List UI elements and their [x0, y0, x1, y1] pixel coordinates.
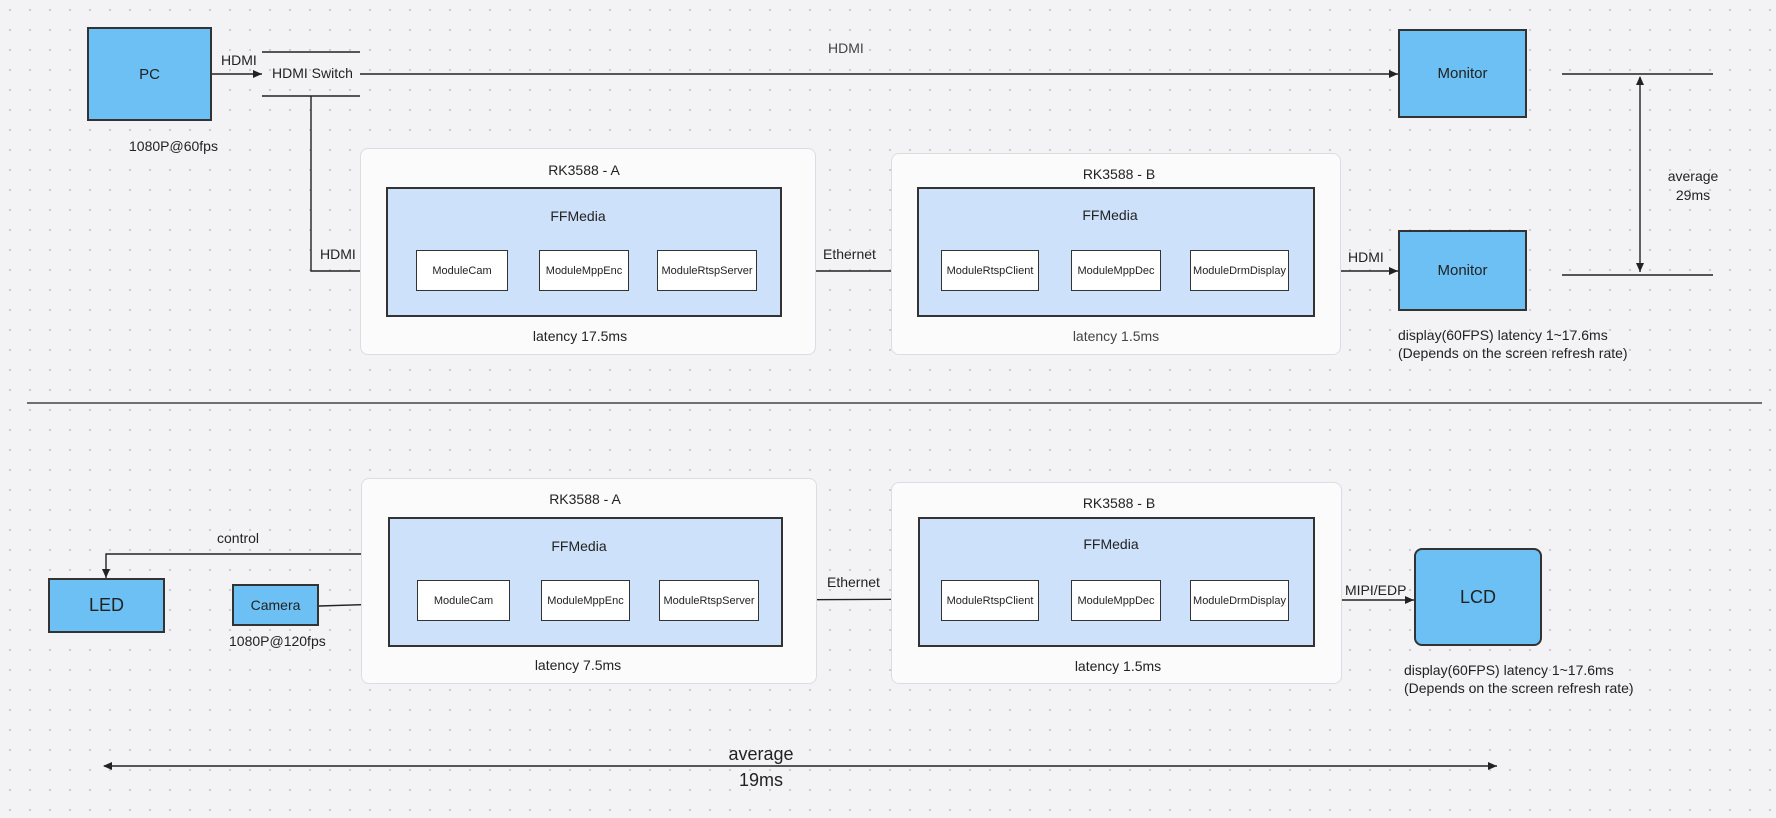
board-b-bottom-title: RK3588 - B	[1082, 495, 1156, 511]
camera-box: Camera	[232, 584, 319, 626]
module-label: ModuleMppDec	[1077, 594, 1155, 607]
monitor-bottom: Monitor	[1398, 230, 1527, 311]
led-label: LED	[88, 595, 124, 615]
pc-label: PC	[139, 65, 160, 83]
ffmedia-a-top-label: FFMedia	[550, 208, 606, 224]
module-label: ModuleMppEnc	[547, 594, 624, 607]
camera-label: Camera	[250, 597, 301, 613]
module-label: ModuleRtspServer	[661, 264, 753, 277]
lcd-box: LCD	[1414, 548, 1542, 646]
monitor-top: Monitor	[1398, 29, 1527, 118]
latency-a-top: latency 17.5ms	[532, 328, 628, 344]
led-box: LED	[48, 578, 165, 633]
hdmi-out-label: HDMI	[1348, 249, 1384, 265]
lcd-label: LCD	[1459, 586, 1496, 607]
board-a-top-title: RK3588 - A	[548, 162, 620, 178]
hdmi-in-label: HDMI	[320, 246, 356, 262]
display-note-top: display(60FPS) latency 1~17.6ms (Depends…	[1398, 327, 1628, 362]
pc-box: PC	[87, 27, 212, 121]
module-cam-top: ModuleCam	[416, 250, 508, 291]
average-top-label: average 29ms	[1667, 168, 1719, 203]
module-mppenc-top: ModuleMppEnc	[539, 250, 629, 291]
module-label: ModuleCam	[433, 594, 494, 607]
ffmedia-b-top-label: FFMedia	[1082, 207, 1138, 223]
module-cam-bottom: ModuleCam	[417, 580, 510, 621]
ffmedia-b-bottom-label: FFMedia	[1083, 536, 1139, 552]
module-label: ModuleRtspClient	[946, 594, 1034, 607]
module-label: ModuleRtspClient	[946, 264, 1034, 277]
display-note-bottom: display(60FPS) latency 1~17.6ms (Depends…	[1404, 662, 1634, 697]
ethernet-bottom-label: Ethernet	[827, 574, 880, 590]
latency-a-bottom: latency 7.5ms	[534, 657, 622, 673]
module-rtspserver-top: ModuleRtspServer	[657, 250, 757, 291]
monitor-top-label: Monitor	[1437, 65, 1488, 82]
module-label: ModuleRtspServer	[663, 594, 755, 607]
hdmi-label-pc: HDMI	[221, 52, 257, 68]
module-label: ModuleDrmDisplay	[1193, 264, 1286, 277]
hdmi-top-link-label: HDMI	[828, 40, 864, 56]
module-rtspclient-top: ModuleRtspClient	[941, 250, 1039, 291]
module-drmdisplay-top: ModuleDrmDisplay	[1190, 250, 1289, 291]
pc-resolution: 1080P@60fps	[129, 138, 218, 154]
module-label: ModuleCam	[432, 264, 492, 277]
monitor-bottom-label: Monitor	[1437, 262, 1488, 279]
ffmedia-a-bottom-label: FFMedia	[551, 538, 607, 554]
hdmi-switch-label: HDMI Switch	[272, 65, 353, 81]
board-b-top-title: RK3588 - B	[1082, 166, 1156, 182]
latency-b-bottom: latency 1.5ms	[1074, 658, 1162, 674]
module-label: ModuleMppDec	[1077, 264, 1155, 277]
module-mppdec-bottom: ModuleMppDec	[1071, 580, 1161, 621]
module-mppenc-bottom: ModuleMppEnc	[541, 580, 630, 621]
module-label: ModuleDrmDisplay	[1193, 594, 1286, 607]
module-label: ModuleMppEnc	[545, 264, 623, 277]
module-drmdisplay-bottom: ModuleDrmDisplay	[1190, 580, 1289, 621]
control-label: control	[217, 530, 260, 546]
camera-resolution: 1080P@120fps	[229, 633, 326, 649]
mipi-label: MIPI/EDP	[1345, 582, 1407, 598]
board-a-bottom-title: RK3588 - A	[549, 491, 621, 507]
average-bottom-label: average 19ms	[728, 744, 794, 791]
module-rtspclient-bottom: ModuleRtspClient	[941, 580, 1039, 621]
latency-b-top: latency 1.5ms	[1072, 328, 1160, 344]
module-mppdec-top: ModuleMppDec	[1071, 250, 1161, 291]
module-rtspserver-bottom: ModuleRtspServer	[659, 580, 759, 621]
ethernet-top-label: Ethernet	[823, 246, 876, 262]
